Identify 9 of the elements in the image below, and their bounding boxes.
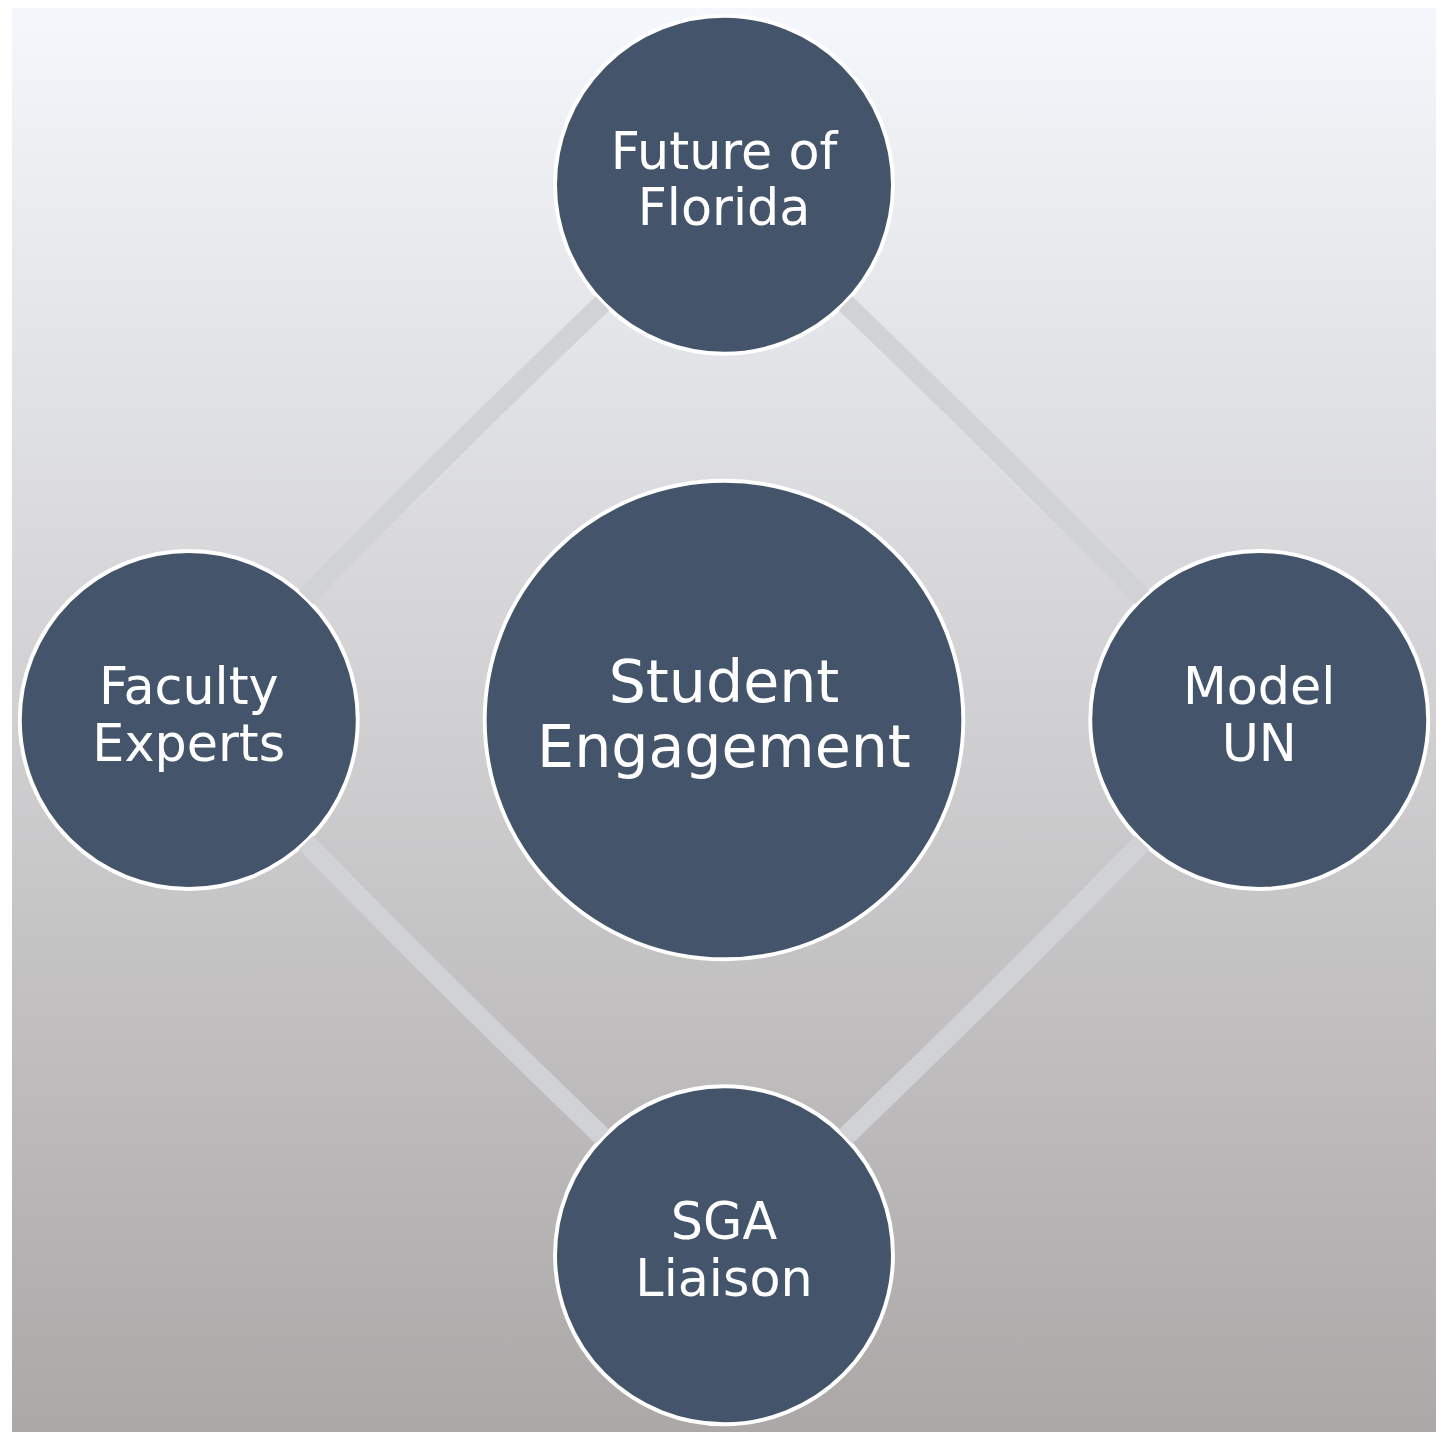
node-circle: Future of Florida <box>552 13 895 356</box>
node-circle: Student Engagement <box>482 478 965 962</box>
connector <box>298 835 609 1144</box>
connector <box>298 296 609 605</box>
node-circle: Faculty Experts <box>17 549 360 891</box>
node-circle: SGA Liaison <box>552 1084 895 1427</box>
connector <box>838 296 1149 605</box>
connector <box>838 835 1149 1144</box>
node-circle: Model UN <box>1087 549 1430 891</box>
